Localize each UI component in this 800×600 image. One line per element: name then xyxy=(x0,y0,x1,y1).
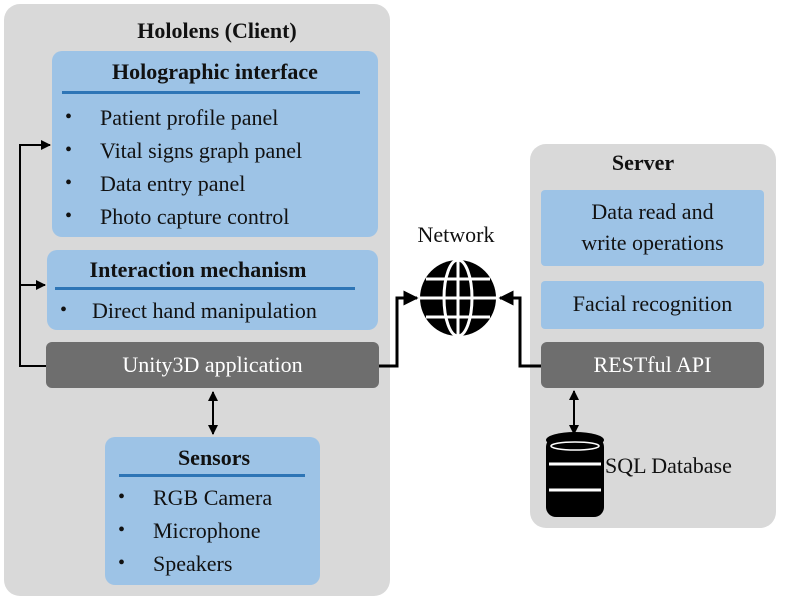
interaction-mechanism-rule xyxy=(55,287,355,290)
list-item: Direct hand manipulation xyxy=(47,294,378,327)
sensors-title: Sensors xyxy=(177,445,251,470)
network-label: Network xyxy=(417,222,495,247)
facial-recognition-box: Facial recognition xyxy=(541,281,764,329)
sensors-list: RGB Camera Microphone Speakers xyxy=(105,481,320,580)
list-item: Microphone xyxy=(105,514,320,547)
holographic-interface-title: Holographic interface xyxy=(112,59,318,84)
server-title: Server xyxy=(611,150,675,175)
interaction-mechanism-title: Interaction mechanism xyxy=(89,257,307,282)
list-item: RGB Camera xyxy=(105,481,320,514)
list-item: Data entry panel xyxy=(52,167,378,200)
data-read-write-line2: write operations xyxy=(581,230,724,255)
list-item: Speakers xyxy=(105,547,320,580)
interaction-mechanism-list: Direct hand manipulation xyxy=(47,294,378,327)
list-item: Photo capture control xyxy=(52,200,378,233)
api-to-network-arrow xyxy=(498,290,541,368)
globe-icon xyxy=(420,258,496,338)
unity-to-network-arrow xyxy=(379,290,419,368)
holographic-interface-rule xyxy=(62,91,360,94)
sensors-rule xyxy=(119,474,305,477)
unity-to-holographic-arrow xyxy=(19,140,51,367)
holographic-interface-list: Patient profile panel Vital signs graph … xyxy=(52,101,378,233)
client-title: Hololens (Client) xyxy=(137,18,297,43)
interaction-mechanism-box: Interaction mechanism Direct hand manipu… xyxy=(47,250,378,330)
restful-api-bar: RESTful API xyxy=(541,342,764,388)
database-icon xyxy=(546,432,604,517)
sql-database-label: SQL Database xyxy=(605,453,732,478)
data-read-write-box: Data read and write operations xyxy=(541,190,764,266)
list-item: Patient profile panel xyxy=(52,101,378,134)
data-read-write-line1: Data read and xyxy=(591,199,714,224)
sensors-box: Sensors RGB Camera Microphone Speakers xyxy=(105,437,320,585)
unity3d-application-bar: Unity3D application xyxy=(46,342,379,388)
facial-recognition-label: Facial recognition xyxy=(572,291,733,316)
holographic-interface-box: Holographic interface Patient profile pa… xyxy=(52,51,378,237)
list-item: Vital signs graph panel xyxy=(52,134,378,167)
